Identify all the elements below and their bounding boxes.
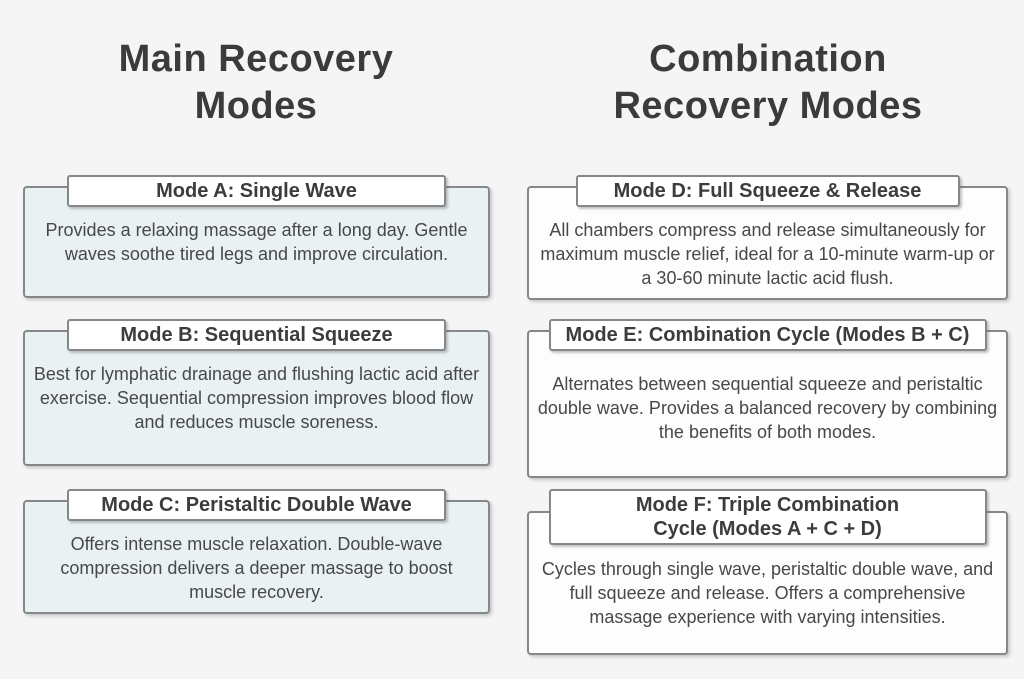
mode-c-card: Mode C: Peristaltic Double Wave Offers i…: [23, 489, 490, 614]
mode-a-title: Mode A: Single Wave: [67, 175, 446, 207]
mode-f-title: Mode F: Triple Combination Cycle (Modes …: [548, 489, 987, 545]
mode-e-title: Mode E: Combination Cycle (Modes B + C): [548, 319, 987, 351]
mode-d-title: Mode D: Full Squeeze & Release: [575, 175, 960, 207]
main-recovery-modes-title: Main Recovery Modes: [118, 38, 394, 127]
mode-b-card: Mode B: Sequential Squeeze Best for lymp…: [23, 319, 490, 466]
mode-b-title: Mode B: Sequential Squeeze: [67, 319, 446, 351]
mode-e-card: Mode E: Combination Cycle (Modes B + C) …: [527, 319, 1008, 478]
mode-b-description: Best for lymphatic drainage and flushing…: [23, 330, 490, 466]
mode-a-card: Mode A: Single Wave Provides a relaxing …: [23, 175, 490, 298]
combination-recovery-modes-title: Combination Recovery Modes: [613, 38, 923, 127]
mode-f-card: Mode F: Triple Combination Cycle (Modes …: [527, 489, 1008, 655]
mode-d-card: Mode D: Full Squeeze & Release All chamb…: [527, 175, 1008, 300]
mode-c-title: Mode C: Peristaltic Double Wave: [67, 489, 446, 521]
mode-e-description: Alternates between sequential squeeze an…: [527, 330, 1008, 478]
